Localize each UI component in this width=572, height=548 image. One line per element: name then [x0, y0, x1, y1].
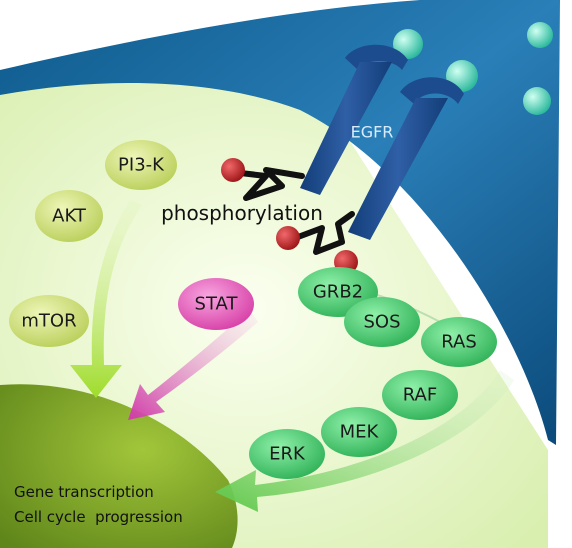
- svg-text:AKT: AKT: [52, 206, 87, 227]
- ligand-icon: [527, 22, 553, 48]
- svg-text:PI3-K: PI3-K: [118, 155, 165, 176]
- svg-text:mTOR: mTOR: [21, 311, 76, 332]
- phosphorylation-label: phosphorylation: [161, 201, 323, 225]
- node-sos: SOS: [344, 297, 420, 347]
- stat-to-nucleus-arrow: [128, 310, 258, 420]
- ligand-icon: [523, 87, 551, 115]
- nucleus-label-cell-cycle: Cell cycle progression: [14, 508, 183, 526]
- ligand-icon: [393, 29, 423, 59]
- egfr-label: EGFR: [351, 123, 394, 142]
- node-akt: AKT: [35, 190, 103, 242]
- svg-text:RAF: RAF: [403, 385, 437, 406]
- node-mek: MEK: [321, 407, 397, 457]
- svg-text:GRB2: GRB2: [313, 282, 363, 303]
- node-raf: RAF: [382, 370, 458, 420]
- svg-text:RAS: RAS: [441, 332, 477, 353]
- phospho-chain-2: [287, 211, 355, 255]
- pi3k-to-nucleus-arrow: [70, 200, 142, 398]
- node-pi3k: PI3-K: [105, 140, 177, 190]
- node-mtor: mTOR: [9, 295, 89, 347]
- egfr-receptor-left: [300, 44, 408, 195]
- node-erk: ERK: [249, 429, 325, 479]
- svg-text:MEK: MEK: [340, 422, 380, 443]
- phosphate-icon: [276, 226, 300, 250]
- svg-text:STAT: STAT: [195, 294, 239, 315]
- egfr-receptor-right: [348, 77, 464, 240]
- node-ras: RAS: [421, 317, 497, 367]
- phosphate-icon: [221, 158, 245, 182]
- node-stat: STAT: [178, 278, 254, 330]
- nucleus: [0, 384, 238, 548]
- erk-to-nucleus-arrow: [215, 370, 514, 512]
- svg-text:ERK: ERK: [269, 444, 306, 465]
- nucleus-label-gene-transcription: Gene transcription: [14, 483, 154, 501]
- phospho-chain-1: [229, 167, 305, 201]
- svg-text:SOS: SOS: [363, 312, 400, 333]
